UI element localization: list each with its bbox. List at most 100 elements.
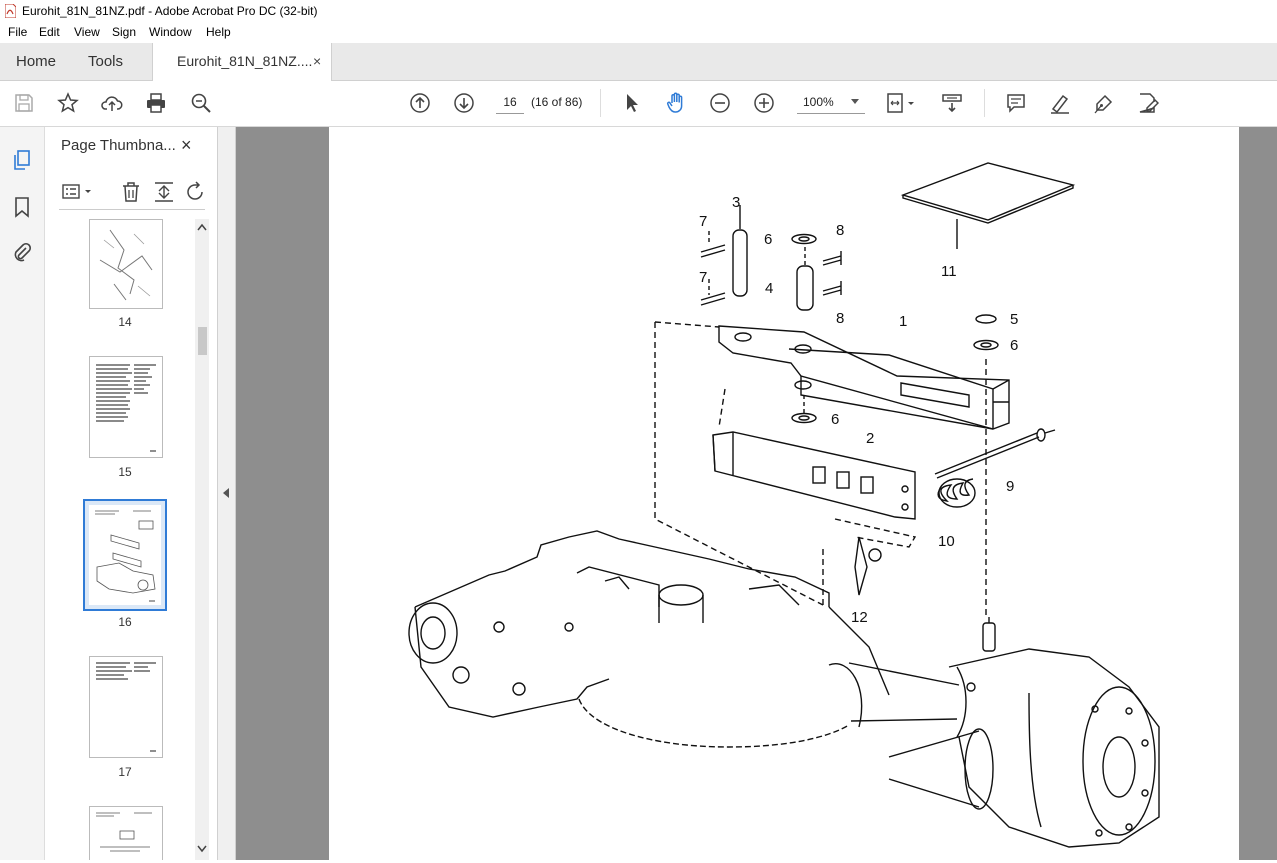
edit-pdf-button[interactable] [1136,91,1160,115]
find-button[interactable] [189,91,213,115]
callout-7-bottom: 7 [699,269,707,286]
chevron-up-icon [197,223,207,231]
thumbnail-scrollbar[interactable] [195,219,209,860]
callout-7-top: 7 [699,213,707,230]
comment-icon [1007,94,1025,113]
star-icon [57,92,79,113]
menu-view[interactable]: View [74,25,100,39]
thumbnail-drawing [96,812,152,852]
bookmark-star-button[interactable] [56,91,80,115]
fountain-pen-icon [1094,94,1113,114]
minus-circle-icon [710,93,730,113]
zoom-in-button[interactable] [752,91,776,115]
thumbnail-label: 15 [118,465,132,479]
hand-tool-button[interactable] [664,91,688,115]
chevron-down-icon [197,845,207,853]
save-button[interactable] [12,91,36,115]
callout-6-top: 6 [764,231,772,248]
upload-button[interactable] [100,91,124,115]
previous-page-button[interactable] [408,91,432,115]
highlight-button[interactable] [1048,91,1072,115]
next-page-button[interactable] [452,91,476,115]
arrow-up-circle-icon [410,93,430,113]
attachment-paperclip-icon[interactable] [11,241,33,263]
options-menu-icon[interactable] [61,180,95,204]
trash-icon[interactable] [119,180,143,204]
callout-8-top: 8 [836,222,844,239]
callout-5: 5 [1010,311,1018,328]
callout-6-right: 6 [1010,337,1018,354]
panel-collapse-handle[interactable] [218,127,236,860]
acrobat-pdf-icon [5,4,16,18]
document-viewer[interactable]: 1 2 3 4 5 6 6 6 7 7 8 8 9 10 11 12 [236,127,1277,860]
page-fit-button[interactable] [884,91,918,115]
toolbar-divider [984,89,985,117]
callout-12: 12 [851,609,868,626]
thumbnail-page-18[interactable] [89,806,163,860]
select-tool-button[interactable] [620,91,644,115]
thumbnail-page-14[interactable] [89,219,163,309]
tab-close-button[interactable]: × [313,53,322,69]
menu-sign[interactable]: Sign [112,25,137,39]
navigation-rail [0,127,45,860]
page-thumbnails-panel: Page Thumbna... × 14 15 [45,127,218,860]
zoom-select[interactable]: 100% [797,91,865,114]
zoom-out-button[interactable] [708,91,732,115]
callout-8-bottom: 8 [836,310,844,327]
page-thumbnails-icon[interactable] [11,149,33,171]
printer-icon [147,93,165,113]
scroll-mode-button[interactable] [940,91,964,115]
thumbnail-text-page [96,364,156,452]
tab-tools[interactable]: Tools [88,53,124,70]
thumbnail-page-16[interactable] [83,499,167,611]
thumbnail-drawing [99,229,153,301]
tab-document[interactable]: Eurohit_81N_81NZ.... × [152,43,332,81]
rotate-icon[interactable] [183,180,207,204]
toolbar-divider [600,89,601,117]
panel-close-button[interactable]: × [181,135,192,155]
highlighter-pen-icon [1051,94,1069,114]
thumbnail-label: 17 [118,765,132,779]
tab-home[interactable]: Home [16,53,57,70]
magnifier-zoom-icon [191,93,211,113]
print-button[interactable] [144,91,168,115]
window-title: Eurohit_81N_81NZ.pdf - Adobe Acrobat Pro… [22,4,318,18]
menu-file[interactable]: File [8,25,28,39]
sign-button[interactable] [1092,91,1116,115]
comment-button[interactable] [1004,91,1028,115]
cloud-upload-icon [101,96,123,111]
menu-edit[interactable]: Edit [39,25,60,39]
callout-1: 1 [899,313,907,330]
menu-help[interactable]: Help [206,25,231,39]
menu-bar: File Edit View Sign Window Help [0,22,1277,43]
arrow-down-circle-icon [454,93,474,113]
collapse-arrow-icon [223,488,229,498]
panel-title: Page Thumbna... [61,137,176,154]
scrollbar-thumb[interactable] [198,327,207,355]
thumbnail-page-15[interactable] [89,356,163,458]
title-bar: Eurohit_81N_81NZ.pdf - Adobe Acrobat Pro… [0,0,1277,22]
scroll-mode-icon [942,94,962,113]
thumbnail-text-page [96,662,156,752]
thumbnail-page-17[interactable] [89,656,163,758]
thumbnail-label: 14 [118,315,132,329]
hand-icon [666,92,683,113]
page-number-input[interactable]: 16 [496,91,524,114]
thumbnail-list: 14 15 16 [45,219,199,860]
menu-window[interactable]: Window [149,25,192,39]
tab-bar: Home Tools Eurohit_81N_81NZ.... × [0,43,1277,81]
fit-page-icon [887,93,914,113]
zoom-value: 100% [803,95,834,109]
callout-6-bottom: 6 [831,411,839,428]
panel-toolbar [59,175,205,210]
callout-3: 3 [732,194,740,211]
callout-4: 4 [765,280,773,297]
insert-pages-icon[interactable] [152,180,176,204]
bookmark-icon[interactable] [11,196,33,218]
exploded-parts-diagram: 1 2 3 4 5 6 6 6 7 7 8 8 9 10 11 12 [408,162,1160,848]
page-count: (16 of 86) [531,95,583,109]
save-icon [15,94,33,112]
thumbnail-label: 16 [118,615,132,629]
edit-document-icon [1139,93,1159,113]
main-toolbar: 16 (16 of 86) 100% [0,81,1277,127]
